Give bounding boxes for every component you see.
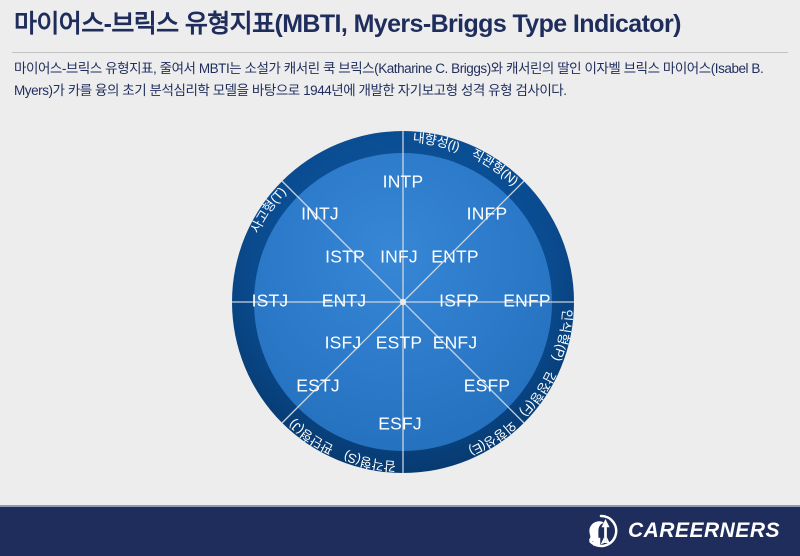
mbti-type-entj: ENTJ [322, 291, 367, 311]
mbti-type-estp: ESTP [376, 333, 423, 353]
mbti-type-isfj: ISFJ [325, 333, 362, 353]
mbti-type-isfp: ISFP [439, 291, 479, 311]
head-with-arrow-icon [589, 514, 618, 547]
mbti-wheel-svg: 내향성(I) 직관형(N) 인식형(P) 감정형(F) 외항성(E) 감각형(S… [232, 130, 575, 474]
mbti-type-intp: INTP [383, 172, 424, 192]
intro-paragraph: 마이어스-브릭스 유형지표, 줄여서 MBTI는 소설가 캐서린 쿡 브릭스(K… [14, 61, 764, 98]
footer-bar: CAREERNERS [0, 505, 800, 556]
mbti-type-infj: INFJ [380, 247, 418, 267]
mbti-type-labels: INTP INTJ INFP ISTP INFJ ENTP ISTJ ENTJ ISFP ENFP… [252, 172, 551, 434]
mbti-type-infp: INFP [467, 204, 508, 224]
mbti-type-istj: ISTJ [252, 291, 289, 311]
mbti-type-enfj: ENFJ [433, 333, 478, 353]
mbti-wheel-diagram: 내향성(I) 직관형(N) 인식형(P) 감정형(F) 외항성(E) 감각형(S… [231, 130, 575, 474]
mbti-type-entp: ENTP [431, 247, 478, 267]
page-title: 마이어스-브릭스 유형지표(MBTI, Myers-Briggs Type In… [14, 10, 681, 38]
mbti-type-estj: ESTJ [296, 376, 340, 396]
brand-lockup: CAREERNERS [583, 507, 780, 554]
wheel-hub [399, 298, 407, 306]
title-divider [12, 52, 788, 53]
mbti-type-esfp: ESFP [464, 376, 511, 396]
mbti-type-istp: ISTP [325, 247, 365, 267]
brand-name: CAREERNERS [627, 518, 780, 542]
mbti-type-enfp: ENFP [503, 291, 550, 311]
mbti-type-intj: INTJ [301, 204, 339, 224]
mbti-type-esfj: ESFJ [378, 414, 422, 434]
